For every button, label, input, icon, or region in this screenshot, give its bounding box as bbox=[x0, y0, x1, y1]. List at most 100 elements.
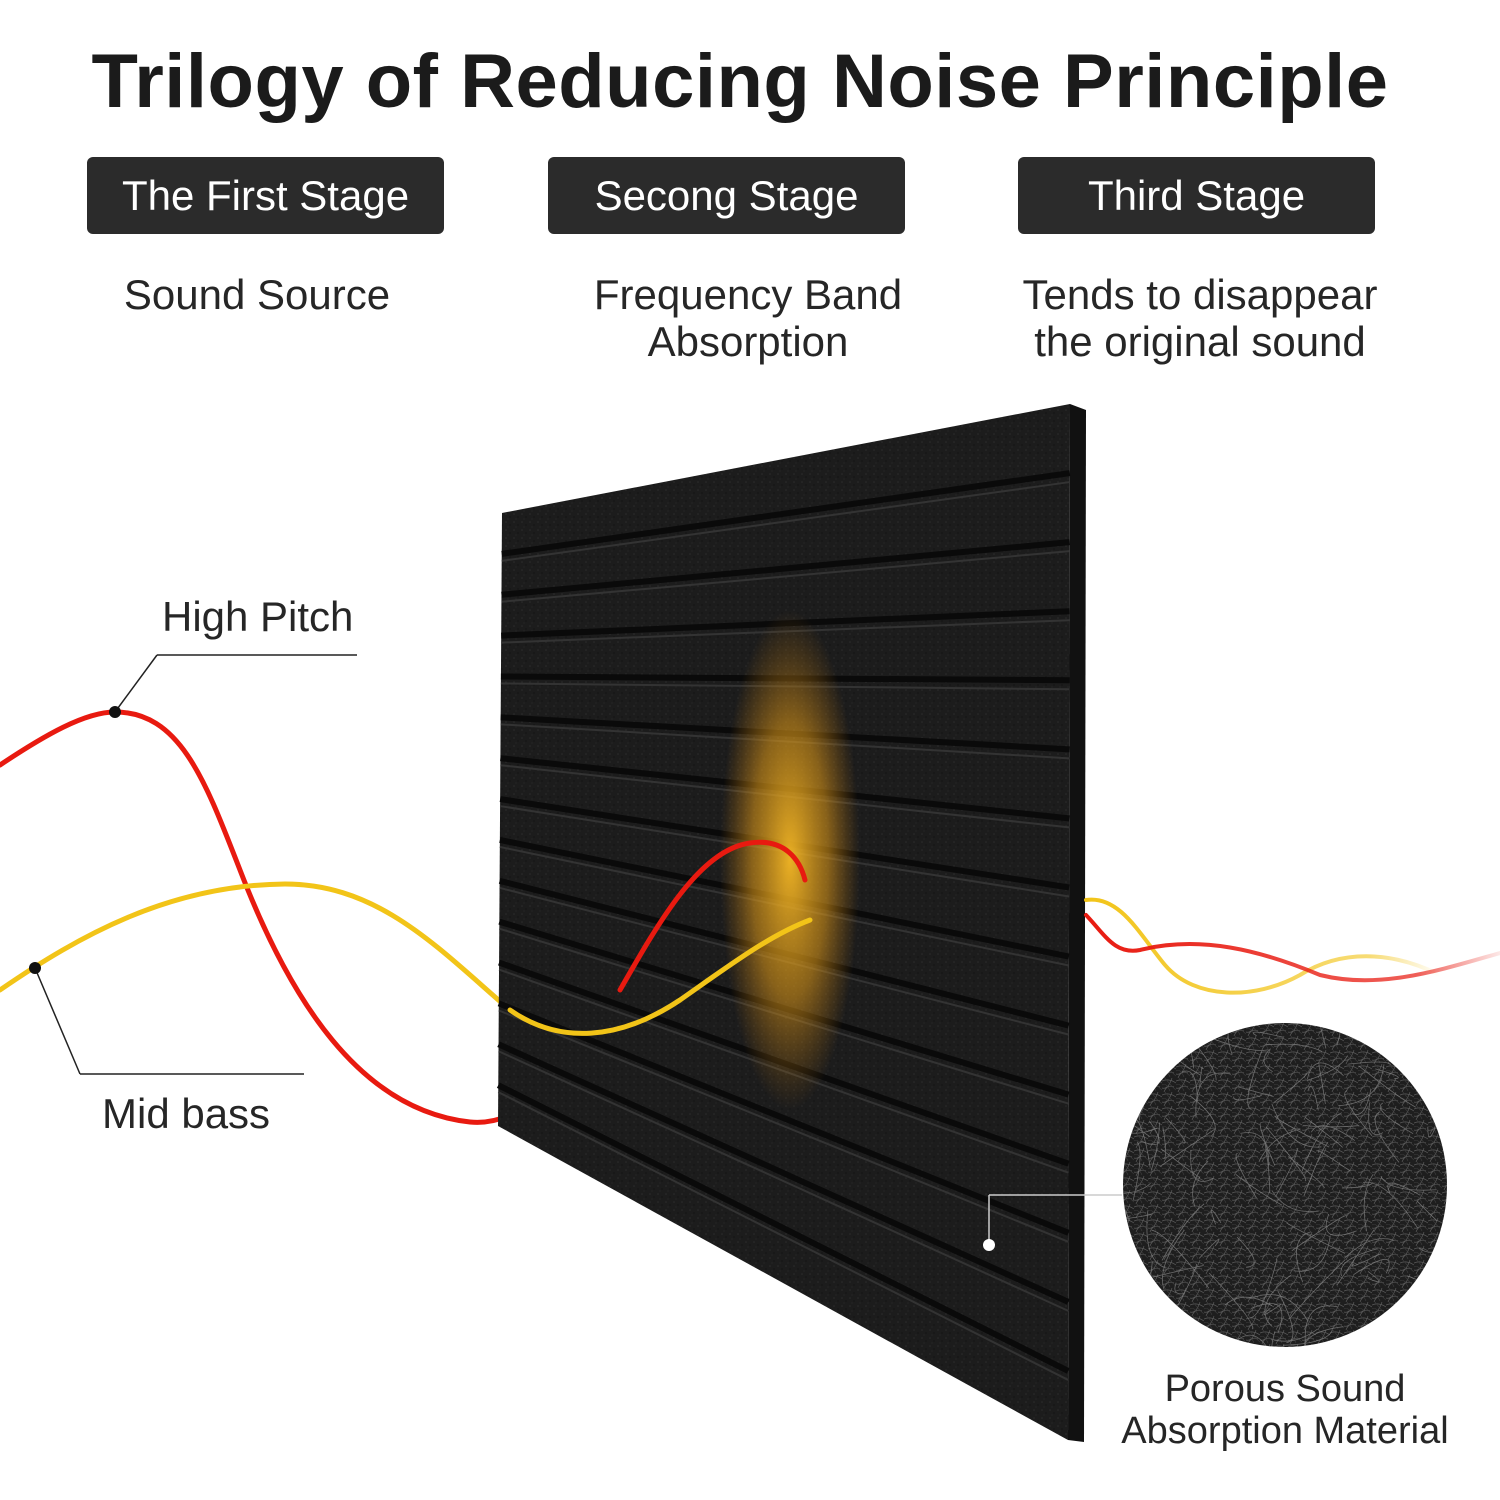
fiber-strand bbox=[1192, 1160, 1209, 1207]
fiber-strand bbox=[1301, 1112, 1342, 1172]
fiber-strand bbox=[1318, 1064, 1326, 1105]
fiber-strand bbox=[1296, 1231, 1312, 1283]
fiber-strand bbox=[1236, 1236, 1255, 1268]
fiber-strand bbox=[1146, 1210, 1167, 1269]
fiber-strand bbox=[1264, 1144, 1271, 1194]
fiber-strand bbox=[1358, 1065, 1416, 1108]
high-pitch-label: High Pitch bbox=[162, 593, 354, 640]
fiber-strand bbox=[1250, 1303, 1283, 1334]
fiber-strand bbox=[1283, 1329, 1333, 1346]
fiber-strand bbox=[1277, 1290, 1294, 1344]
fiber-strand bbox=[1146, 1026, 1160, 1067]
fiber-strand bbox=[1286, 1222, 1346, 1254]
mid-bass-leader bbox=[34, 967, 81, 1075]
fiber-strand bbox=[1348, 1061, 1392, 1066]
fiber-strand bbox=[1362, 1181, 1418, 1229]
fiber-strand bbox=[1123, 1190, 1130, 1222]
fiber-strand bbox=[1162, 1127, 1167, 1159]
stage-badge-second: Secong Stage bbox=[548, 157, 905, 234]
material-zoom-circle bbox=[1115, 1023, 1447, 1347]
fiber-strand bbox=[1307, 1062, 1344, 1080]
panel-groove bbox=[496, 1082, 1070, 1374]
fiber-strand bbox=[1291, 1215, 1347, 1252]
fiber-strand bbox=[1433, 1113, 1447, 1141]
fiber-strand bbox=[1405, 1023, 1418, 1055]
fiber-strand bbox=[1189, 1095, 1216, 1137]
fiber-strand bbox=[1336, 1229, 1375, 1286]
high-pitch-wave-on-panel bbox=[617, 839, 808, 993]
fiber-strand bbox=[1233, 1095, 1262, 1101]
fiber-strand bbox=[1181, 1070, 1198, 1102]
fiber-strand bbox=[1351, 1253, 1381, 1267]
fiber-strand bbox=[1238, 1086, 1273, 1097]
fiber-strand bbox=[1303, 1326, 1344, 1347]
fiber-strand bbox=[1174, 1282, 1185, 1295]
fiber-strand bbox=[1132, 1141, 1141, 1201]
fiber-strand bbox=[1367, 1271, 1380, 1283]
stage-badge-first: The First Stage bbox=[87, 157, 444, 234]
fiber-strand bbox=[1123, 1079, 1127, 1141]
high-pitch-dot bbox=[109, 706, 121, 718]
stage-description-line: Frequency Band bbox=[593, 271, 903, 318]
fiber-strand bbox=[1115, 1121, 1122, 1181]
material-label: Porous Sound Absorption Material bbox=[1120, 1368, 1450, 1452]
fiber-strand bbox=[1289, 1259, 1346, 1319]
fiber-strand bbox=[1123, 1269, 1124, 1302]
fiber-strand bbox=[1374, 1111, 1400, 1163]
fiber-strand bbox=[1313, 1023, 1327, 1049]
stage-description-line: the original sound bbox=[1034, 318, 1366, 365]
fiber-strand bbox=[1135, 1118, 1151, 1168]
fiber-strand bbox=[1396, 1023, 1443, 1079]
fiber-strand bbox=[1353, 1259, 1390, 1275]
fiber-strand bbox=[1152, 1265, 1204, 1278]
stage-description-line: Absorption bbox=[647, 318, 849, 365]
absorption-glow bbox=[720, 610, 860, 1110]
mid-bass-label: Mid bass bbox=[102, 1090, 271, 1137]
fiber-strand bbox=[1380, 1176, 1437, 1191]
mid-bass-wave-incoming bbox=[0, 881, 513, 1013]
fiber-strand bbox=[1259, 1123, 1276, 1166]
panel-ridge-highlight bbox=[498, 1009, 1069, 1243]
stage-description-first: Sound Source bbox=[87, 271, 427, 318]
fiber-strand bbox=[1214, 1038, 1269, 1051]
panel-ridge-highlight bbox=[501, 481, 1071, 562]
fiber-strand bbox=[1198, 1238, 1220, 1259]
fiber-strand bbox=[1387, 1182, 1421, 1196]
fiber-strand bbox=[1271, 1328, 1318, 1342]
fiber-strand bbox=[1417, 1201, 1438, 1222]
stage-description-line: Tends to disappear bbox=[1022, 271, 1378, 318]
fiber-strand bbox=[1161, 1203, 1205, 1261]
fiber-strand bbox=[1363, 1173, 1374, 1232]
fiber-strand bbox=[1123, 1312, 1137, 1346]
fiber-strand bbox=[1440, 1023, 1447, 1048]
fiber-strand bbox=[1340, 1248, 1378, 1277]
fiber-strand bbox=[1159, 1316, 1184, 1323]
fiber-strand bbox=[1336, 1023, 1343, 1046]
fiber-strand bbox=[1235, 1152, 1257, 1199]
fiber-strand bbox=[1304, 1305, 1338, 1347]
fiber-strand bbox=[1264, 1274, 1292, 1327]
fiber-strand bbox=[1411, 1023, 1436, 1027]
fiber-strand bbox=[1211, 1209, 1222, 1225]
fiber-strand bbox=[1338, 1064, 1385, 1107]
fiber-strand bbox=[1123, 1182, 1151, 1194]
fiber-strand bbox=[1265, 1043, 1323, 1052]
fiber-strand bbox=[1123, 1325, 1147, 1347]
mid-bass-wave-outgoing bbox=[1084, 897, 1442, 995]
fiber-strand bbox=[1265, 1126, 1307, 1182]
fiber-strand bbox=[1288, 1156, 1325, 1189]
panel-groove bbox=[497, 1041, 1070, 1305]
fiber-strand bbox=[1311, 1125, 1356, 1141]
fiber-strand bbox=[1273, 1073, 1308, 1104]
fiber-strand bbox=[1271, 1103, 1322, 1148]
fiber-strand bbox=[1263, 1048, 1273, 1073]
high-pitch-wave-outgoing bbox=[1084, 913, 1500, 983]
high-pitch-leader bbox=[114, 654, 158, 713]
fiber-strand bbox=[1143, 1043, 1149, 1075]
panel-groove bbox=[501, 539, 1071, 598]
fiber-strand bbox=[1362, 1324, 1369, 1347]
panel-groove bbox=[501, 470, 1071, 557]
stage-description-second: Frequency Band Absorption bbox=[548, 271, 948, 365]
fiber-strand bbox=[1263, 1303, 1282, 1316]
